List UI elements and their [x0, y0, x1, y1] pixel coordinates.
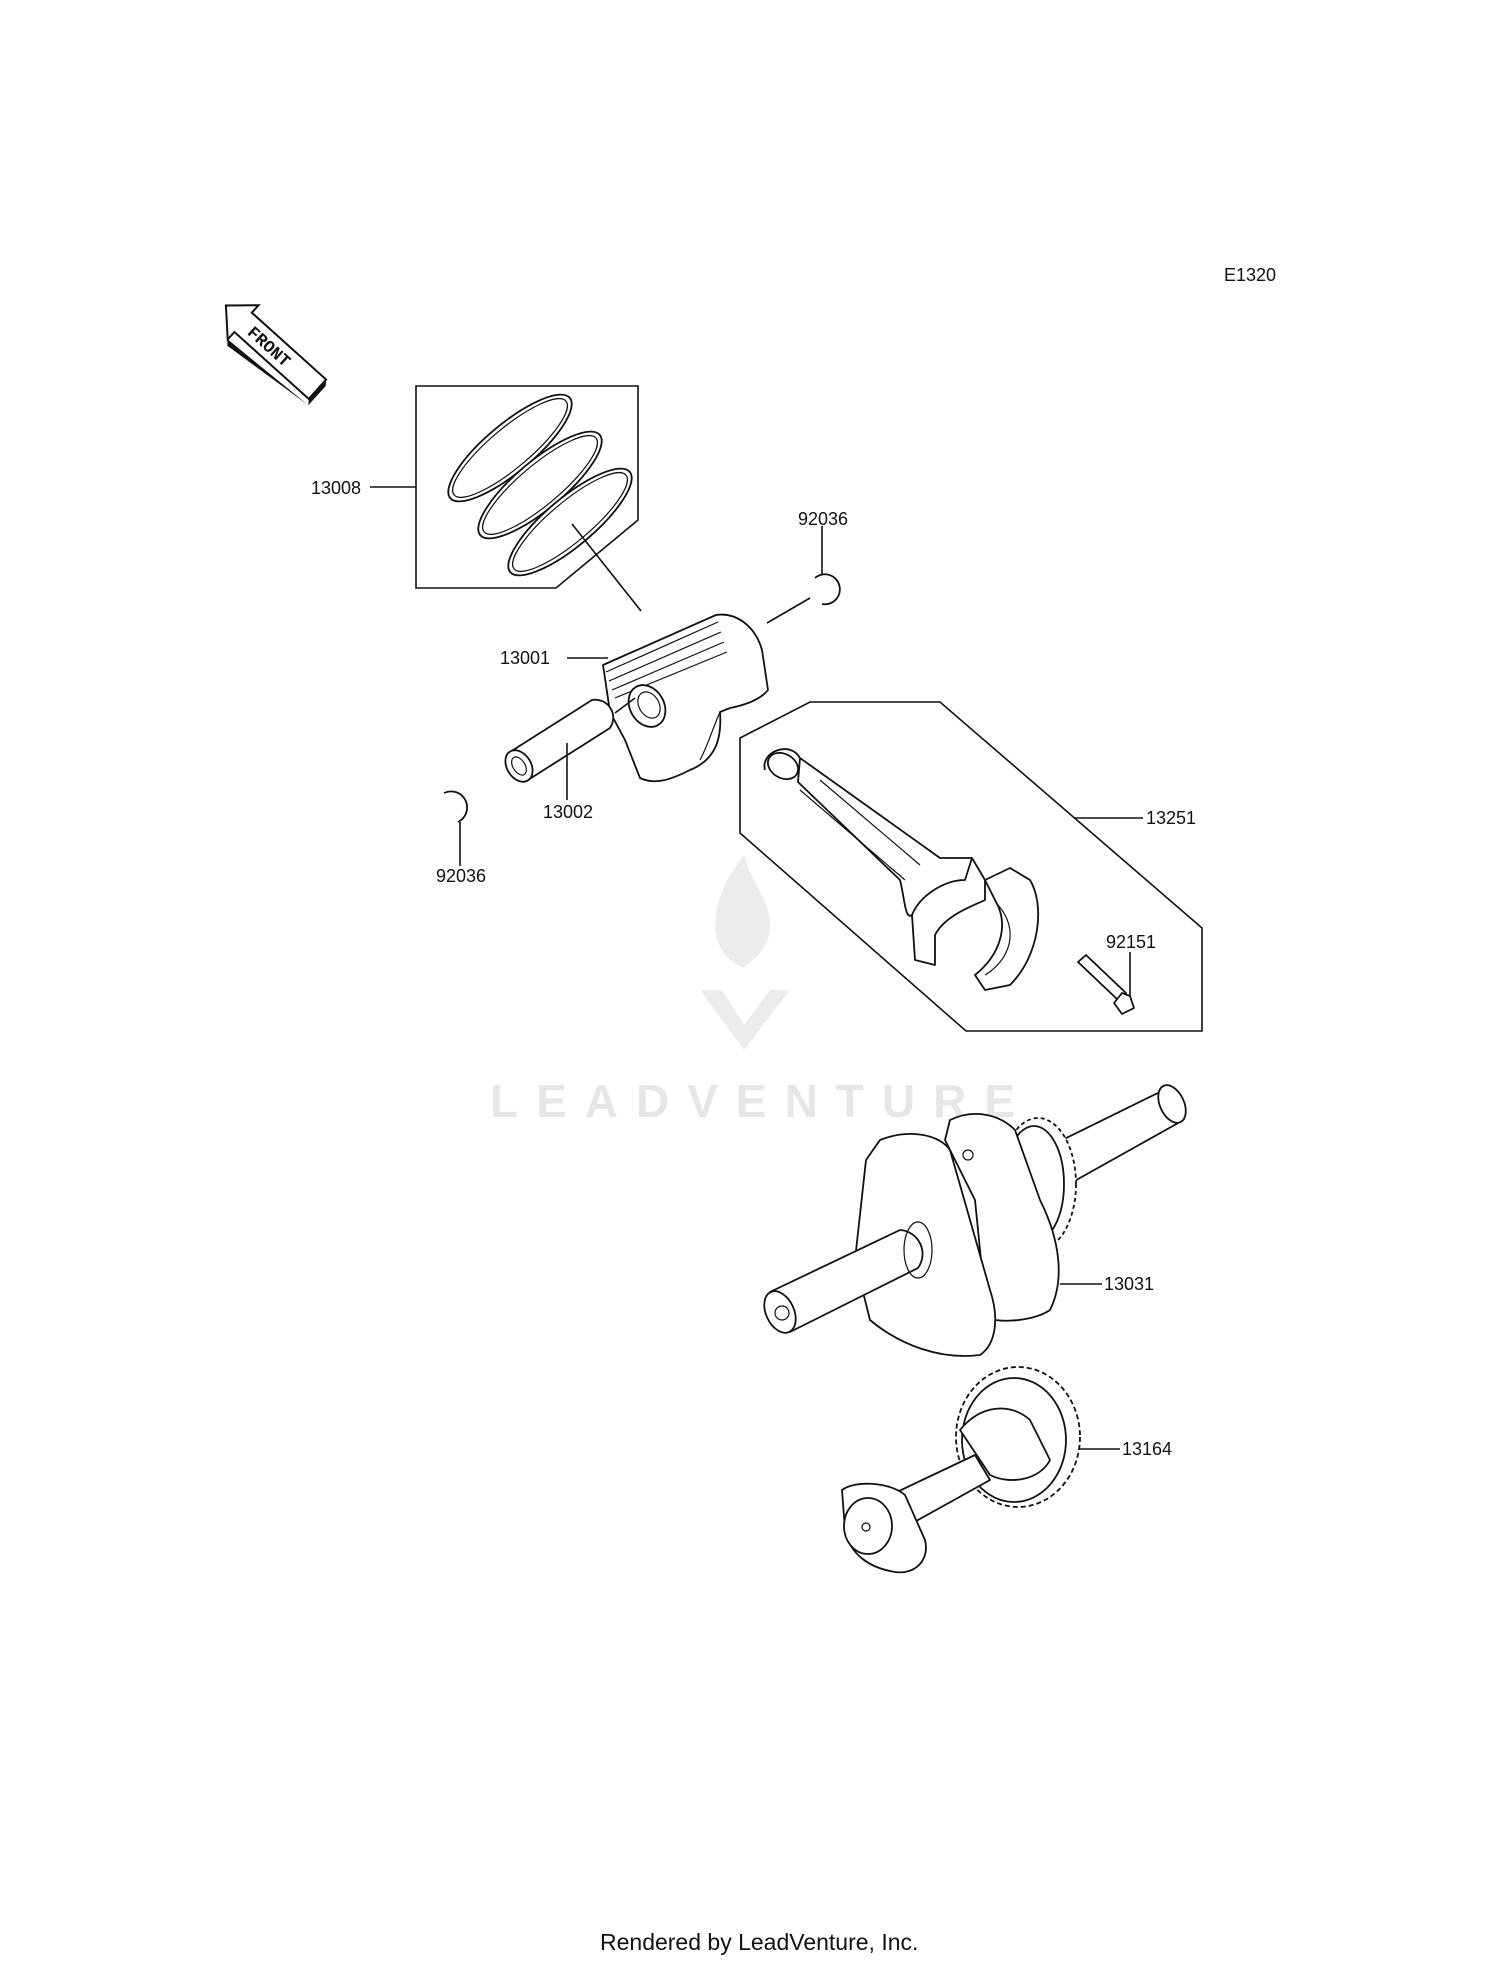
watermark-text: LEADVENTURE: [490, 1075, 1033, 1127]
piston-ring-set[interactable]: [415, 379, 645, 590]
callout-92151[interactable]: 92151: [1106, 932, 1156, 952]
piston-pin[interactable]: [500, 698, 615, 787]
callout-13002[interactable]: 13002: [543, 802, 593, 822]
watermark-logo: LEADVENTURE: [490, 855, 1033, 1127]
circlip-top[interactable]: [814, 573, 841, 606]
circlip-bottom[interactable]: [443, 790, 468, 823]
callout-92036-top[interactable]: 92036: [798, 509, 848, 529]
crankshaft[interactable]: [758, 1081, 1191, 1357]
callout-13031[interactable]: 13031: [1104, 1274, 1154, 1294]
callout-13251[interactable]: 13251: [1146, 808, 1196, 828]
footer-credit: Rendered by LeadVenture, Inc.: [600, 1929, 918, 1955]
callout-13008[interactable]: 13008: [311, 478, 361, 498]
diagram-code: E1320: [1224, 265, 1276, 285]
balancer-shaft[interactable]: [841, 1366, 1081, 1574]
connecting-rod[interactable]: [763, 748, 1135, 1015]
front-arrow-icon: FRONT: [224, 304, 328, 406]
callout-92036-bottom[interactable]: 92036: [436, 866, 486, 886]
piston[interactable]: [602, 613, 769, 783]
callout-13001[interactable]: 13001: [500, 648, 550, 668]
callout-13164[interactable]: 13164: [1122, 1439, 1172, 1459]
